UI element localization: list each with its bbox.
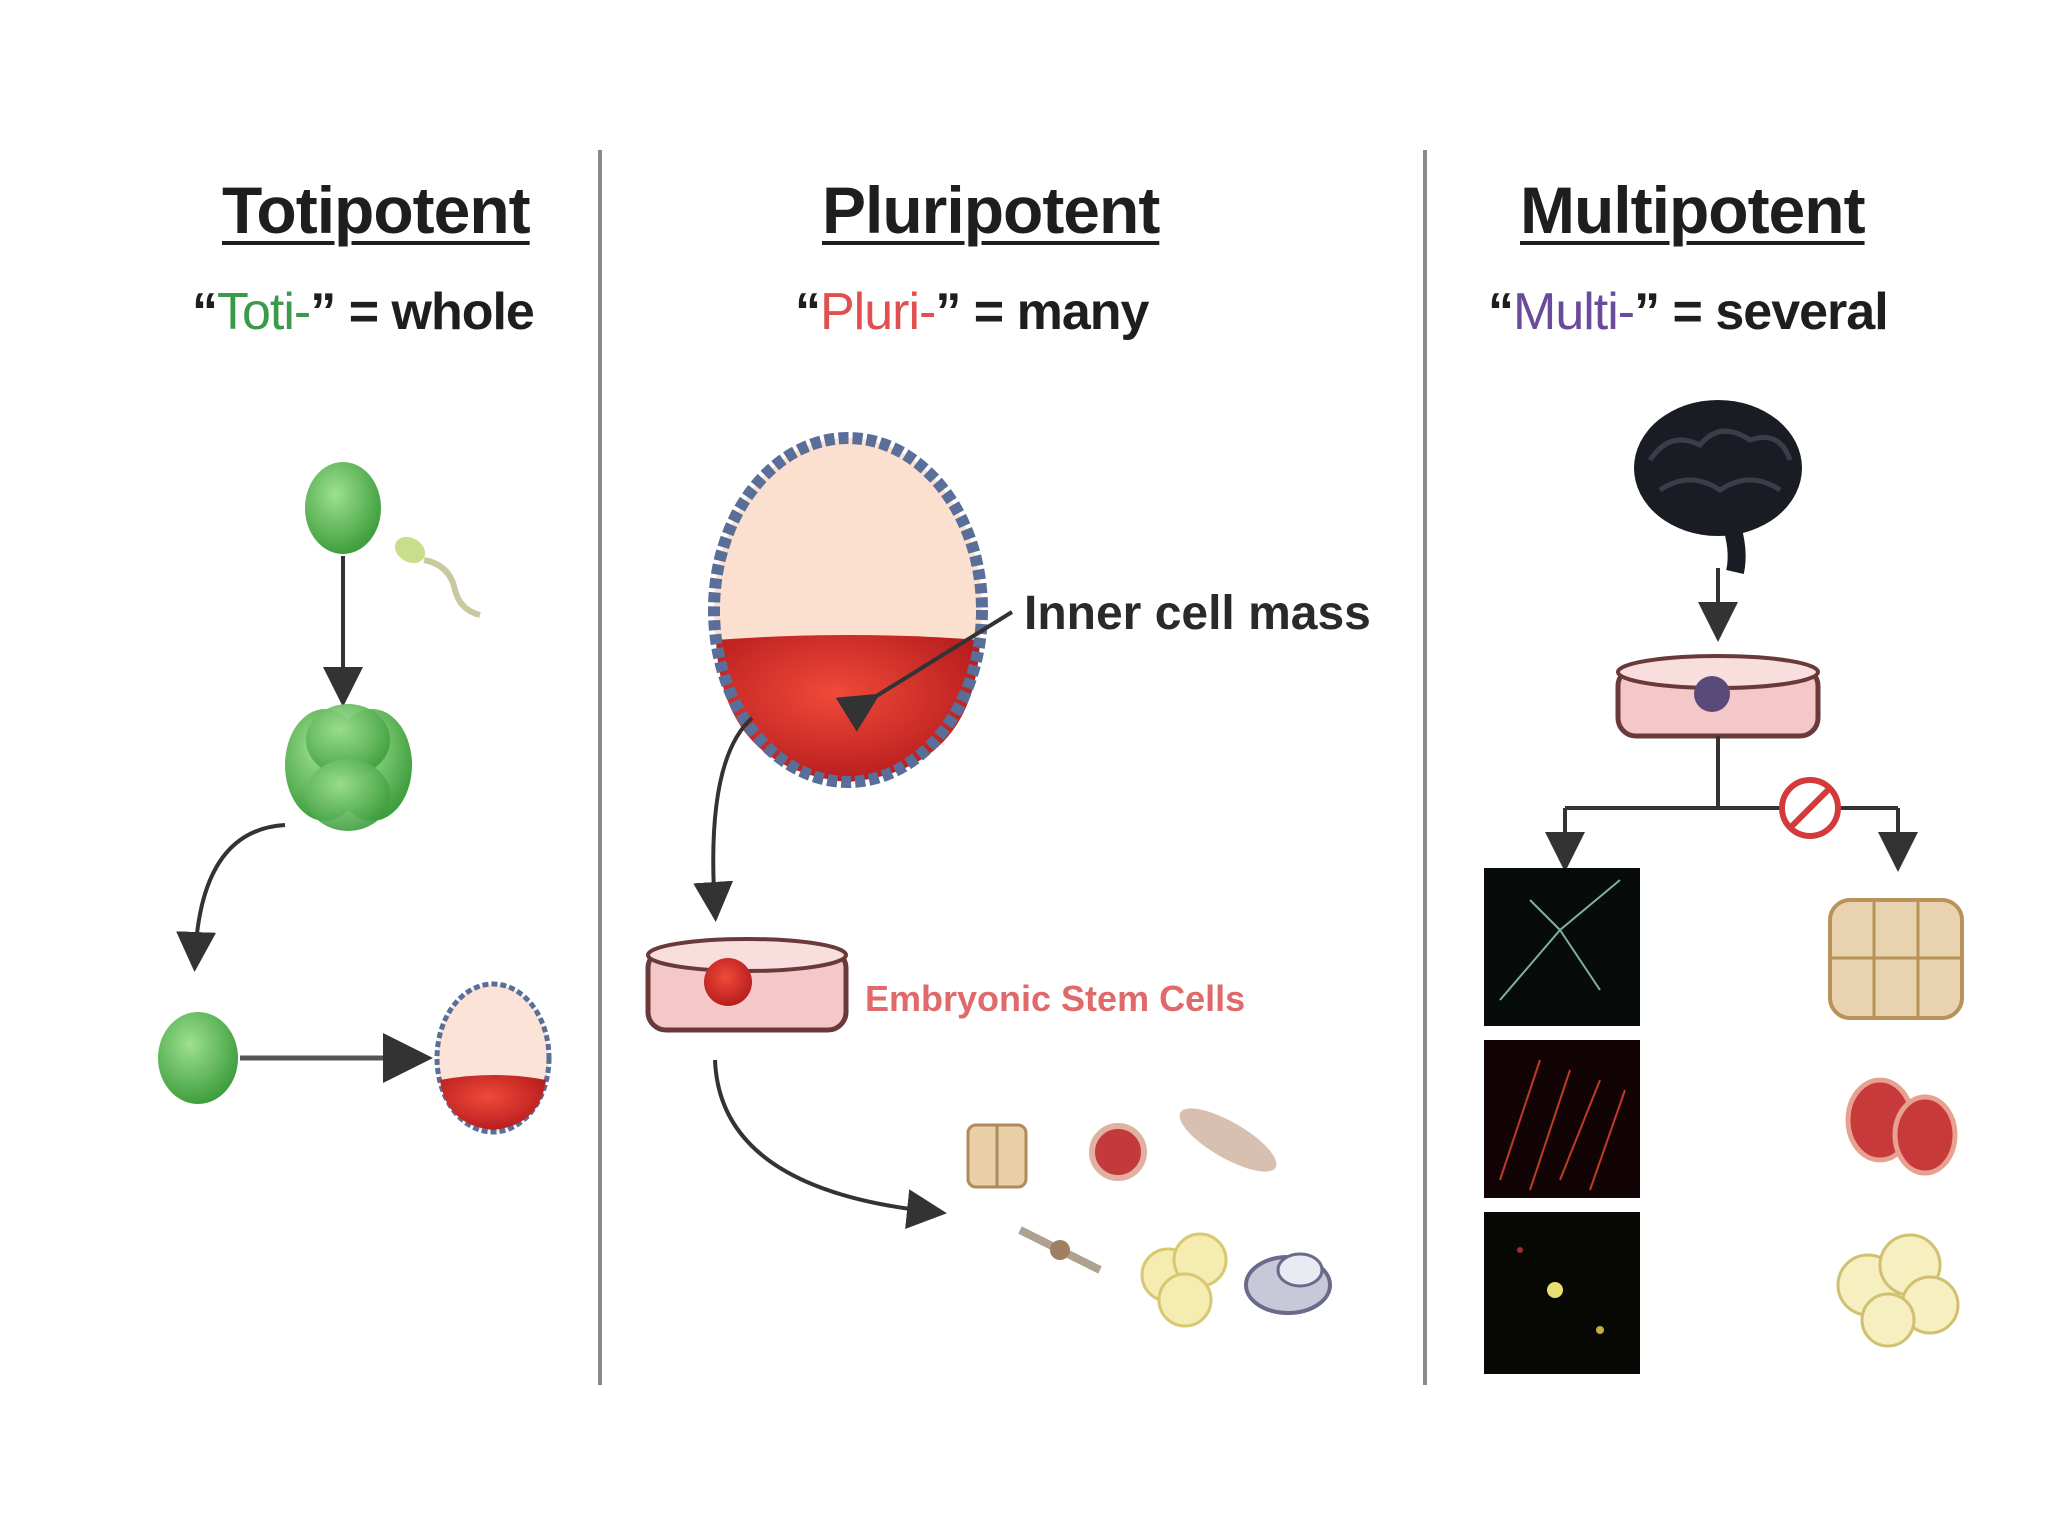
panel-subtitle-totipotent: “Toti-” = whole <box>192 282 535 342</box>
prefix-toti: Toti- <box>217 283 311 341</box>
small-blastocyst <box>434 981 552 1135</box>
single-cell <box>158 1012 238 1104</box>
neuron-micrograph-yellow <box>1484 1212 1640 1374</box>
prefix-pluri: Pluri- <box>820 283 936 341</box>
fat-cells <box>1836 1233 1960 1348</box>
embryonic-stem-cells-label: Embryonic Stem Cells <box>865 978 1246 1019</box>
no-entry-icon <box>1779 777 1841 839</box>
petri-dish-icon <box>1615 654 1821 739</box>
quote-open: “ <box>795 283 821 341</box>
panel-title-multipotent: Multipotent <box>1520 173 1866 247</box>
morula <box>285 704 412 831</box>
panel-subtitle-pluripotent: “Pluri-” = many <box>795 282 1150 342</box>
differentiated-cells <box>966 1108 1332 1328</box>
egg-cell <box>305 462 381 554</box>
quote-open: “ <box>1488 283 1514 341</box>
inner-cell-mass-label: Inner cell mass <box>1024 587 1371 640</box>
sperm-icon <box>394 536 481 618</box>
quote-open: “ <box>192 283 218 341</box>
petri-dish-icon <box>645 937 849 1033</box>
divider-left <box>598 150 602 1385</box>
divider-right <box>1423 150 1427 1385</box>
panel-title-pluripotent: Pluripotent <box>822 173 1160 247</box>
blastocyst <box>708 432 988 788</box>
prefix-multi: Multi- <box>1513 283 1635 341</box>
quote-close: ” <box>1634 283 1660 341</box>
quote-close: ” <box>310 283 336 341</box>
meaning-several: = several <box>1659 283 1889 341</box>
panel-title-totipotent: Totipotent <box>222 173 531 247</box>
neuron-micrograph-red <box>1484 1040 1640 1198</box>
meaning-whole: = whole <box>335 283 535 341</box>
neuron-micrograph-green <box>1484 868 1640 1026</box>
panel-subtitle-multipotent: “Multi-” = several <box>1488 282 1889 342</box>
brain-icon <box>1634 400 1802 574</box>
meaning-many: = many <box>960 283 1150 341</box>
red-blood-cells <box>1845 1077 1958 1176</box>
quote-close: ” <box>935 283 961 341</box>
epithelial-cells <box>1828 898 1964 1020</box>
